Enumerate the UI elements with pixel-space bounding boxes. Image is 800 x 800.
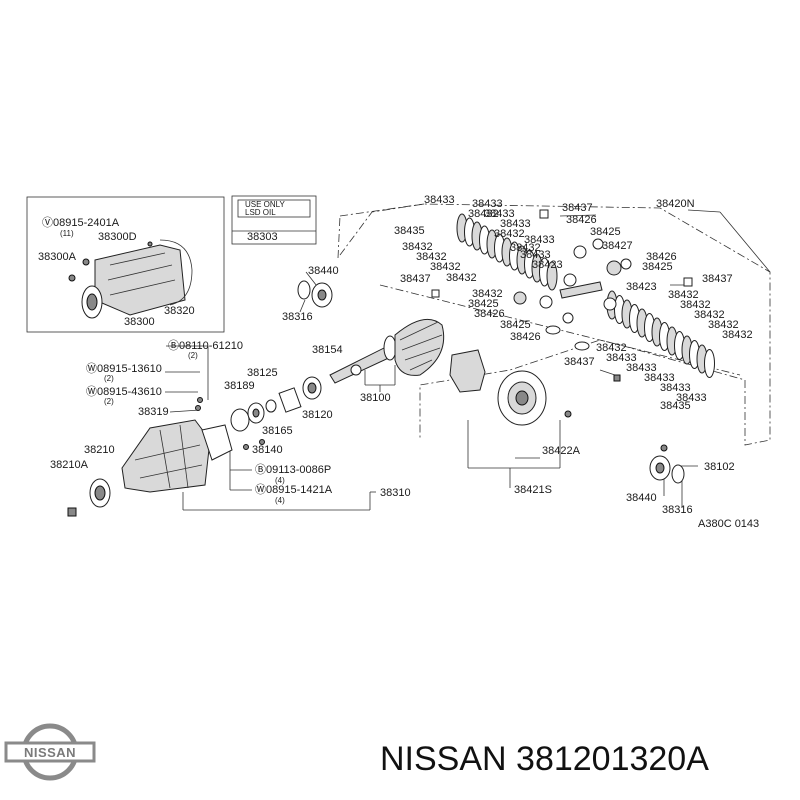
clutch-stack-right bbox=[606, 290, 715, 378]
part-label: Ⓑ09113-0086P bbox=[255, 463, 331, 476]
part-label: (4) bbox=[275, 476, 285, 485]
clutch-disc bbox=[546, 261, 558, 291]
part-label: 38433 bbox=[644, 372, 675, 384]
note-line-2: LSD OIL bbox=[245, 208, 276, 217]
part-label: 38440 bbox=[626, 492, 657, 504]
part-label: 38435 bbox=[394, 225, 425, 237]
part-label: 38432 bbox=[430, 261, 461, 273]
part-label: 38102 bbox=[704, 461, 735, 473]
part-label: 38120 bbox=[302, 409, 333, 421]
part-label: 38319 bbox=[138, 406, 169, 418]
part-label: 38422A bbox=[542, 445, 581, 457]
part-label: 38433 bbox=[520, 249, 551, 261]
part-label: 38425 bbox=[500, 319, 531, 331]
part-label: 38432 bbox=[416, 251, 447, 263]
leader-lines bbox=[165, 209, 771, 511]
part-label: A380C 0143 bbox=[698, 518, 759, 530]
part-label: 38300 bbox=[124, 316, 155, 328]
part-label: 38320 bbox=[164, 305, 195, 317]
part-label: 38433 bbox=[660, 382, 691, 394]
part-label: 38303 bbox=[247, 231, 278, 243]
part-label: 38432 bbox=[402, 241, 433, 253]
part-label: 38210A bbox=[50, 459, 89, 471]
part-label: 38432 bbox=[472, 288, 503, 300]
part-labels: Ⓥ08915-2401A(11) 38300D 38300A 38320 38300 38… bbox=[38, 194, 759, 530]
part-label: 38125 bbox=[247, 367, 278, 379]
part-label: 38425 bbox=[468, 298, 499, 310]
inset-frame bbox=[26, 196, 225, 333]
part-label: 38425 bbox=[590, 226, 621, 238]
part-label: 38432 bbox=[694, 309, 725, 321]
nissan-logo: NISSAN bbox=[4, 723, 96, 781]
part-label: (11) bbox=[60, 229, 74, 238]
part-label: 38437 bbox=[702, 273, 733, 285]
part-label: 38432 bbox=[722, 329, 753, 341]
carrier-housing-group bbox=[67, 419, 233, 517]
inset-housing-group bbox=[68, 239, 193, 319]
part-label: 38154 bbox=[312, 344, 343, 356]
part-label: 38310 bbox=[380, 487, 411, 499]
part-label: 38433 bbox=[626, 362, 657, 374]
logo-text: NISSAN bbox=[24, 745, 76, 760]
part-label: 38433 bbox=[484, 208, 515, 220]
part-label: 38432 bbox=[494, 228, 525, 240]
part-label: 38433 bbox=[500, 218, 531, 230]
part-label: 38316 bbox=[662, 504, 693, 516]
clutch-disc bbox=[704, 349, 715, 378]
part-label: 38189 bbox=[224, 380, 255, 392]
internal-parts-group bbox=[431, 209, 693, 382]
part-label: 38300D bbox=[98, 231, 137, 243]
part-label: 38423 bbox=[626, 281, 657, 293]
part-label: 38427 bbox=[602, 240, 633, 252]
pinion-group bbox=[195, 280, 445, 450]
part-label: 38432 bbox=[596, 342, 627, 354]
part-label: 38433 bbox=[676, 392, 707, 404]
diff-case-group bbox=[449, 349, 685, 484]
part-label: 38437 bbox=[564, 356, 595, 368]
part-label: Ⓦ08915-43610 bbox=[86, 385, 162, 398]
part-label: 38423 bbox=[532, 259, 563, 271]
part-label: 38426 bbox=[646, 251, 677, 263]
part-label: 38300A bbox=[38, 251, 77, 263]
part-label: 38210 bbox=[84, 444, 115, 456]
differential-case-outline bbox=[339, 203, 771, 446]
part-label: 38432 bbox=[468, 208, 499, 220]
part-label: 38437 bbox=[400, 273, 431, 285]
clutch-stack-top bbox=[456, 213, 558, 291]
part-label: 38425 bbox=[642, 261, 673, 273]
part-label: (2) bbox=[104, 397, 114, 406]
part-label: 38433 bbox=[606, 352, 637, 364]
part-label: Ⓑ08110-61210 bbox=[168, 339, 243, 352]
part-label: 38316 bbox=[282, 311, 313, 323]
part-label: 38432 bbox=[708, 319, 739, 331]
part-label: 38433 bbox=[424, 194, 455, 206]
part-label: 38100 bbox=[360, 392, 391, 404]
part-label: 38426 bbox=[474, 308, 505, 320]
part-label: 38426 bbox=[510, 331, 541, 343]
part-label: 38432 bbox=[680, 299, 711, 311]
note-line-1: USE ONLY bbox=[245, 200, 286, 209]
part-label: 38432 bbox=[668, 289, 699, 301]
part-label: (2) bbox=[104, 374, 114, 383]
part-label: 38432 bbox=[446, 272, 477, 284]
part-label: 38440 bbox=[308, 265, 339, 277]
note-box bbox=[231, 195, 317, 245]
part-label: 38437 bbox=[562, 202, 593, 214]
part-label: 38433 bbox=[524, 234, 555, 246]
part-label: Ⓥ08915-2401A bbox=[42, 216, 120, 229]
part-label: (2) bbox=[188, 351, 198, 360]
parts-diagram: USE ONLY LSD OIL bbox=[26, 194, 771, 530]
part-label: 38420N bbox=[656, 198, 695, 210]
part-label: 38432 bbox=[510, 242, 541, 254]
part-label: 38140 bbox=[252, 444, 283, 456]
part-label: 38433 bbox=[472, 198, 503, 210]
part-label: Ⓦ08915-1421A bbox=[255, 483, 333, 496]
part-label: 38421S bbox=[514, 484, 552, 496]
part-label: (4) bbox=[275, 496, 285, 505]
part-number-caption: NISSAN 381201320A bbox=[380, 740, 709, 778]
part-label: 38435 bbox=[660, 400, 691, 412]
part-label: Ⓦ08915-13610 bbox=[86, 362, 162, 375]
part-label: 38165 bbox=[262, 425, 293, 437]
part-label: 38426 bbox=[566, 214, 597, 226]
